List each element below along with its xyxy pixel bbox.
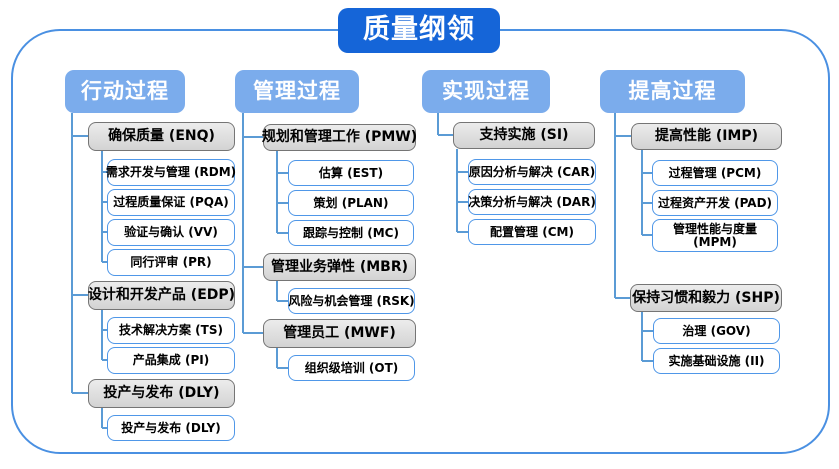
item-node-pqa[interactable]: 过程质量保证 (PQA): [107, 189, 235, 216]
group-node-pmw[interactable]: 规划和管理工作 (PMW): [262, 124, 417, 151]
item-node-ot[interactable]: 组织级培训 (OT): [288, 355, 415, 381]
item-node-mc[interactable]: 跟踪与控制 (MC): [288, 220, 414, 246]
item-node-gov[interactable]: 治理 (GOV): [653, 318, 780, 344]
item-node-pad[interactable]: 过程资产开发 (PAD): [652, 190, 778, 216]
item-node-vv[interactable]: 验证与确认 (VV): [107, 219, 235, 246]
item-node-rsk[interactable]: 风险与机会管理 (RSK): [288, 288, 415, 314]
item-node-pr[interactable]: 同行评审 (PR): [107, 249, 235, 276]
item-node-car[interactable]: 原因分析与解决 (CAR): [468, 159, 596, 185]
column-header-implementation-process[interactable]: 实现过程: [422, 70, 550, 113]
item-node-plan[interactable]: 策划 (PLAN): [288, 190, 414, 216]
group-node-dly[interactable]: 投产与发布 (DLY): [88, 379, 235, 408]
group-node-mbr[interactable]: 管理业务弹性 (MBR): [263, 253, 416, 281]
item-node-mpm[interactable]: 管理性能与度量 (MPM): [652, 219, 778, 252]
item-node-cm[interactable]: 配置管理 (CM): [468, 219, 596, 245]
item-node-dly[interactable]: 投产与发布 (DLY): [107, 415, 235, 441]
column-header-management-process[interactable]: 管理过程: [235, 70, 359, 113]
group-node-shp[interactable]: 保持习惯和毅力 (SHP): [630, 284, 782, 312]
item-node-est[interactable]: 估算 (EST): [288, 160, 414, 186]
root-node-title[interactable]: 质量纲领: [338, 8, 500, 53]
item-node-pcm[interactable]: 过程管理 (PCM): [652, 160, 778, 186]
item-node-ii[interactable]: 实施基础设施 (II): [653, 348, 780, 374]
column-header-action-process[interactable]: 行动过程: [65, 70, 185, 113]
item-node-pi[interactable]: 产品集成 (PI): [107, 347, 235, 374]
group-node-edp[interactable]: 设计和开发产品 (EDP): [88, 281, 235, 310]
group-node-si[interactable]: 支持实施 (SI): [453, 122, 595, 149]
column-header-improvement-process[interactable]: 提高过程: [600, 70, 745, 113]
item-node-ts[interactable]: 技术解决方案 (TS): [107, 317, 235, 344]
group-node-mwf[interactable]: 管理员工 (MWF): [263, 319, 416, 348]
group-node-imp[interactable]: 提高性能 (IMP): [631, 123, 782, 150]
item-node-rdm[interactable]: 需求开发与管理 (RDM): [106, 159, 236, 186]
group-node-enq[interactable]: 确保质量 (ENQ): [88, 122, 235, 151]
item-node-dar[interactable]: 决策分析与解决 (DAR): [468, 189, 596, 215]
